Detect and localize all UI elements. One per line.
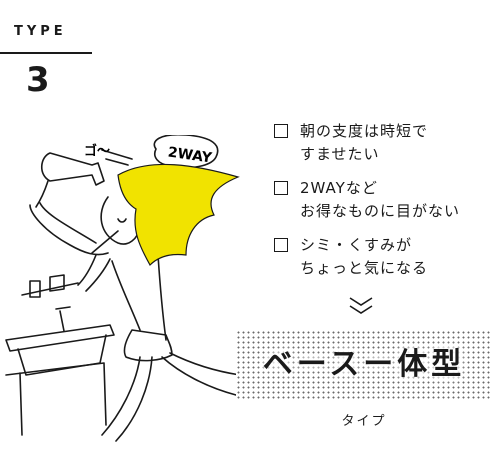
yellow-hair-shape xyxy=(117,163,240,266)
double-chevron-down-icon xyxy=(349,297,373,314)
checklist-item-text: 2WAYなど お得なものに目がない xyxy=(300,179,461,220)
type-label: TYPE xyxy=(14,24,67,39)
sound-effect-text: ゴ〜 xyxy=(84,143,110,159)
type-number: 3 xyxy=(26,60,50,100)
checklist-item[interactable]: 2WAYなど お得なものに目がない xyxy=(274,177,494,223)
result-subtitle: タイプ xyxy=(341,414,387,429)
checklist: 朝の支度は時短で すませたい 2WAYなど お得なものに目がない シミ・くすみが… xyxy=(274,120,494,291)
checkbox-icon[interactable] xyxy=(274,124,288,138)
checklist-item-text: シミ・くすみが ちょっと気になる xyxy=(300,236,429,277)
checkbox-icon[interactable] xyxy=(274,238,288,252)
checklist-item[interactable]: 朝の支度は時短で すませたい xyxy=(274,120,494,166)
checklist-item-text: 朝の支度は時短で すませたい xyxy=(300,122,429,163)
checkbox-icon[interactable] xyxy=(274,181,288,195)
result-box: ベースー体型 xyxy=(236,330,492,400)
checklist-item[interactable]: シミ・くすみが ちょっと気になる xyxy=(274,234,494,280)
type-divider xyxy=(0,52,92,54)
woman-drying-hair-illustration: 2WAY ゴ〜 xyxy=(5,135,241,442)
speech-bubble-text: 2WAY xyxy=(167,145,214,167)
result-title: ベースー体型 xyxy=(262,347,466,382)
